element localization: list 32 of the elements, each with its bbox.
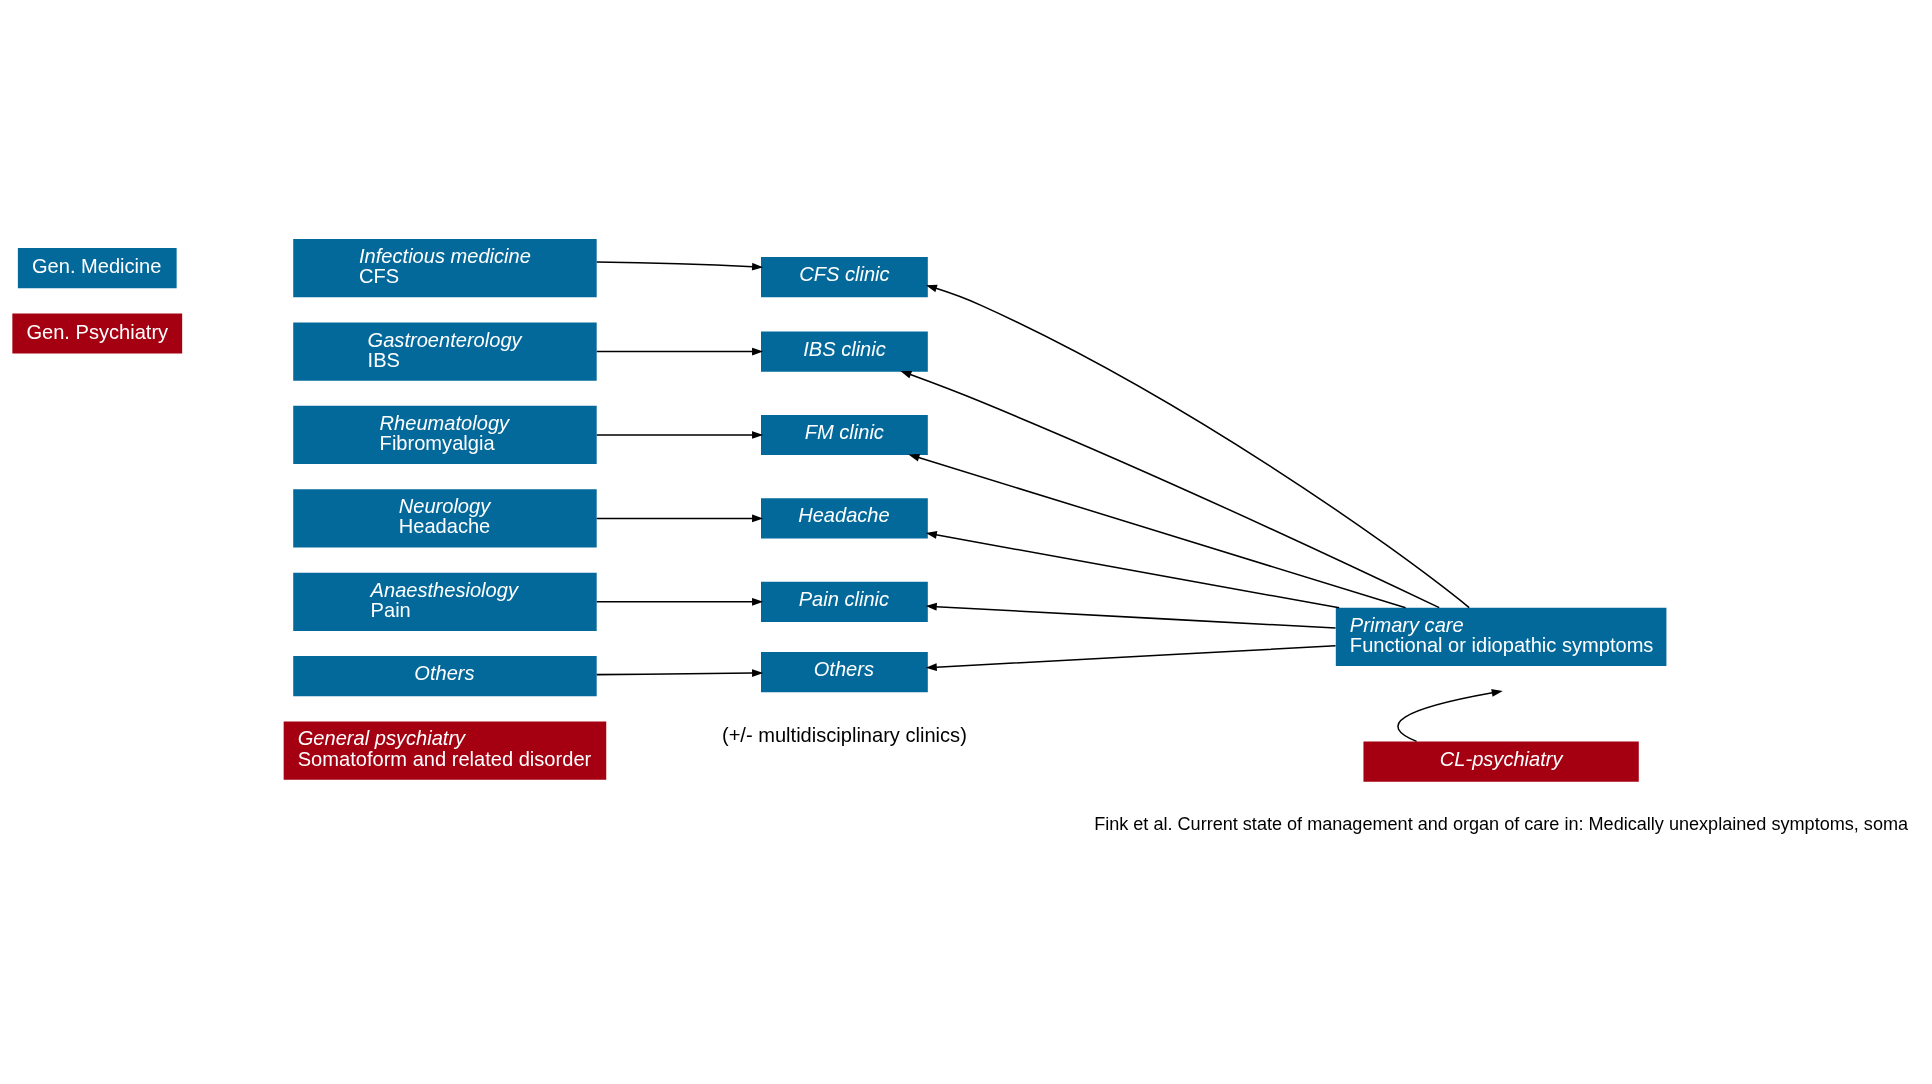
arrow — [596, 261, 764, 271]
node-box: CFS clinic — [761, 257, 928, 298]
arrow — [596, 597, 764, 606]
node-box: Anaesthesiology Pain — [293, 572, 597, 631]
arrow — [596, 669, 764, 677]
arrow — [925, 531, 1340, 609]
arrow — [596, 514, 764, 523]
node-box: IBS clinic — [761, 331, 928, 372]
arrow — [908, 453, 1407, 609]
node-box: Rheumatology Fibromyalgia — [293, 405, 597, 465]
node-box: Gen. Medicine — [17, 248, 177, 289]
arrow — [596, 431, 764, 439]
node-box: Others — [293, 656, 597, 697]
node-box: Gastroenterology IBS — [293, 322, 597, 381]
arrow — [925, 645, 1337, 672]
node-box: FM clinic — [761, 414, 928, 456]
node-box: General psychiatry Somatoform and related disorder — [283, 721, 607, 780]
node-box: Neurology Headache — [293, 489, 597, 548]
label: Fink et al. Current state of management and organ of care in: Medically unexplained symptoms, soma — [1094, 814, 1909, 835]
node-box: Gen. Psychiatry — [12, 313, 183, 354]
node-box: Infectious medicine CFS — [293, 239, 597, 298]
arrow — [925, 602, 1337, 629]
arrow — [925, 284, 1470, 609]
node-box: Primary care Functional or idiopathic symptoms — [1335, 607, 1667, 667]
node-box: CL-psychiatry — [1363, 741, 1639, 782]
node-box: Headache — [761, 498, 928, 539]
label: (+/- multidisciplinary clinics) — [721, 724, 967, 747]
arrow — [596, 347, 764, 356]
arrow — [900, 370, 1440, 609]
arrow — [1397, 689, 1503, 743]
node-box: Pain clinic — [761, 581, 928, 622]
node-box: Others — [761, 652, 928, 693]
